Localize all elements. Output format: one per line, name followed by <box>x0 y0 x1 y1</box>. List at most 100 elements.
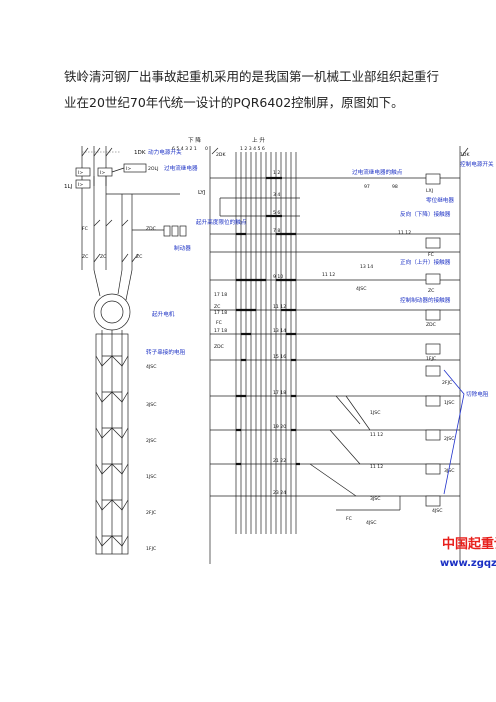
code-3jsc-coil: 3JSC <box>444 468 454 474</box>
code-fc-coil: FC <box>428 252 434 258</box>
label-motor: 起升电机 <box>152 310 175 318</box>
intro-line-1: 铁岭清河钢厂出事故起重机采用的是我国第一机械工业部组织起重行 <box>64 69 440 84</box>
control-circuit-diagram: 下 降 6 5 4 3 2 1 0 上 升 1 2 3 4 5 6 1DK 动力… <box>60 134 496 582</box>
code-lyj: LYJ <box>198 190 206 196</box>
code-2jsc-coil: 2JSC <box>444 436 454 442</box>
row-num-10: 19 20 <box>273 424 286 430</box>
label-brake: 制动器 <box>174 244 191 252</box>
label-overcurrent-contact: 过电流继电器的触点 <box>352 168 403 176</box>
code-1dk-right: 1DK <box>460 152 470 158</box>
label-down-contactor: 反向（下降）接触器 <box>400 210 451 218</box>
axis-up-numbers: 1 2 3 4 5 6 <box>240 146 265 152</box>
code-zdc-coil: ZDC <box>426 322 436 328</box>
code-2olj: 2OLJ <box>148 166 158 172</box>
code-1dk-left: 1DK <box>134 150 146 156</box>
coil-zdc <box>425 309 441 321</box>
watermark-url: www.zgqzj <box>440 558 496 569</box>
row-num-3: 5 6 <box>273 210 280 216</box>
label-crane-limit: 起升高度限位的触点 <box>196 218 247 226</box>
axis-zero: 0 <box>205 146 208 152</box>
code-3jsc-left: 3JSC <box>146 402 156 408</box>
code-zc-row1: ZC <box>82 254 88 260</box>
label-overcurrent-relay: 过电流继电器 <box>164 164 198 172</box>
code-fc-row1: FC <box>82 226 88 232</box>
node-11-12-c: 11 12 <box>370 432 383 438</box>
code-2dk: 2DK <box>216 152 226 158</box>
watermark-cn: 中国起重设 <box>442 536 496 552</box>
svg-text:I>: I> <box>78 182 83 188</box>
label-brake-contactor: 控制制动器的接触器 <box>400 296 451 304</box>
row-num-8: 15 16 <box>273 354 286 360</box>
coil-2fjc <box>425 365 441 377</box>
coil-2jsc <box>425 429 441 441</box>
coil-3jsc <box>425 463 441 475</box>
svg-text:I>: I> <box>100 170 105 176</box>
coil-fc <box>425 237 441 249</box>
code-zdc-row1: ZDC <box>146 226 156 232</box>
code-2fjc-left: 2FJC <box>146 510 156 516</box>
node-17-18-a: 17 18 <box>214 292 227 298</box>
code-4jsc-left: 4JSC <box>146 364 156 370</box>
node-11-12-d: 11 12 <box>370 464 383 470</box>
row-num-11: 21 22 <box>273 458 286 464</box>
axis-down-label: 下 降 <box>188 136 201 144</box>
code-4jsc-ctrl: 4JSC <box>356 286 366 292</box>
code-3jsc-ctrl: 3JSC <box>370 496 380 502</box>
code-1lj: 1LJ <box>64 184 73 190</box>
rotor-resistor-ladder <box>95 330 129 555</box>
node-11-12-b: 11 12 <box>322 272 335 278</box>
node-98: 98 <box>392 184 398 190</box>
label-cut-resistor: 切除电阻 <box>466 390 489 398</box>
code-fc-ctrl: FC <box>216 320 222 326</box>
code-zc-ctrl: ZC <box>214 304 220 310</box>
svg-text:I>: I> <box>78 170 83 176</box>
coil-1jsc <box>425 395 441 407</box>
code-4jsc-bottom: 4JSC <box>366 520 376 526</box>
node-17-18-c: 17 18 <box>214 328 227 334</box>
row-num-2: 3 4 <box>273 192 280 198</box>
row-num-9: 17 18 <box>273 390 286 396</box>
intro-paragraph: 铁岭清河钢厂出事故起重机采用的是我国第一机械工业部组织起重行 业在20世纪70年… <box>64 64 444 116</box>
intro-line-2: 业在20世纪70年代统一设计的PQR6402控制屏，原图如下。 <box>64 95 404 110</box>
row-num-7: 13 14 <box>273 328 286 334</box>
code-2fjc-coil: 2FJC <box>442 380 452 386</box>
svg-text:I>: I> <box>126 166 131 172</box>
code-zc-row1c: ZC <box>136 254 142 260</box>
label-power-switch: 动力电源开关 <box>148 148 182 156</box>
node-11-12-a: 11 12 <box>398 230 411 236</box>
motor-symbol <box>93 293 131 331</box>
code-1jsc-left: 1JSC <box>146 474 156 480</box>
code-zdc-ctrl: ZDC <box>214 344 224 350</box>
code-zc-row1b: ZC <box>100 254 106 260</box>
axis-up-label: 上 升 <box>252 136 265 144</box>
label-rotor-resistor: 转子串接的电阻 <box>146 348 186 356</box>
row-num-1: 1 2 <box>273 170 280 176</box>
node-13-14: 13 14 <box>360 264 373 270</box>
code-4jsc-coil: 4JSC <box>432 508 442 514</box>
power-section: 1DK 动力电源开关 I> I> I> 1LJ I> 2OLJ 过电流继电器 F… <box>64 146 198 555</box>
row-num-4: 7 8 <box>273 228 280 234</box>
row-num-12: 23 24 <box>273 490 286 496</box>
control-section: 2DK <box>196 146 494 564</box>
label-zero-relay: 零位继电器 <box>426 196 454 204</box>
coil-1fjc <box>425 343 441 355</box>
row-num-5: 9 10 <box>273 274 283 280</box>
coil-4jsc <box>425 495 441 507</box>
code-2jsc-left: 2JSC <box>146 438 156 444</box>
label-control-switch: 控制电源开关 <box>460 160 494 168</box>
coil-lxj <box>425 173 441 185</box>
schematic-svg: 下 降 6 5 4 3 2 1 0 上 升 1 2 3 4 5 6 1DK 动力… <box>64 136 496 569</box>
code-1fjc-left: 1FJC <box>146 546 156 552</box>
code-lxj: LXJ <box>426 188 433 194</box>
code-zc-coil: ZC <box>428 288 434 294</box>
code-fc-bottom: FC <box>346 516 352 522</box>
row-num-6: 11 12 <box>273 304 286 310</box>
coil-zc <box>425 273 441 285</box>
label-up-contactor: 正向（上升）接触器 <box>400 258 451 266</box>
node-17-18-b: 17 18 <box>214 310 227 316</box>
node-97: 97 <box>364 184 370 190</box>
code-1fjc-coil: 1FJC <box>426 356 436 362</box>
code-1jsc-ctrl: 1JSC <box>370 410 380 416</box>
axis-down-numbers: 6 5 4 3 2 1 <box>172 146 197 152</box>
code-1jsc-coil: 1JSC <box>444 400 454 406</box>
